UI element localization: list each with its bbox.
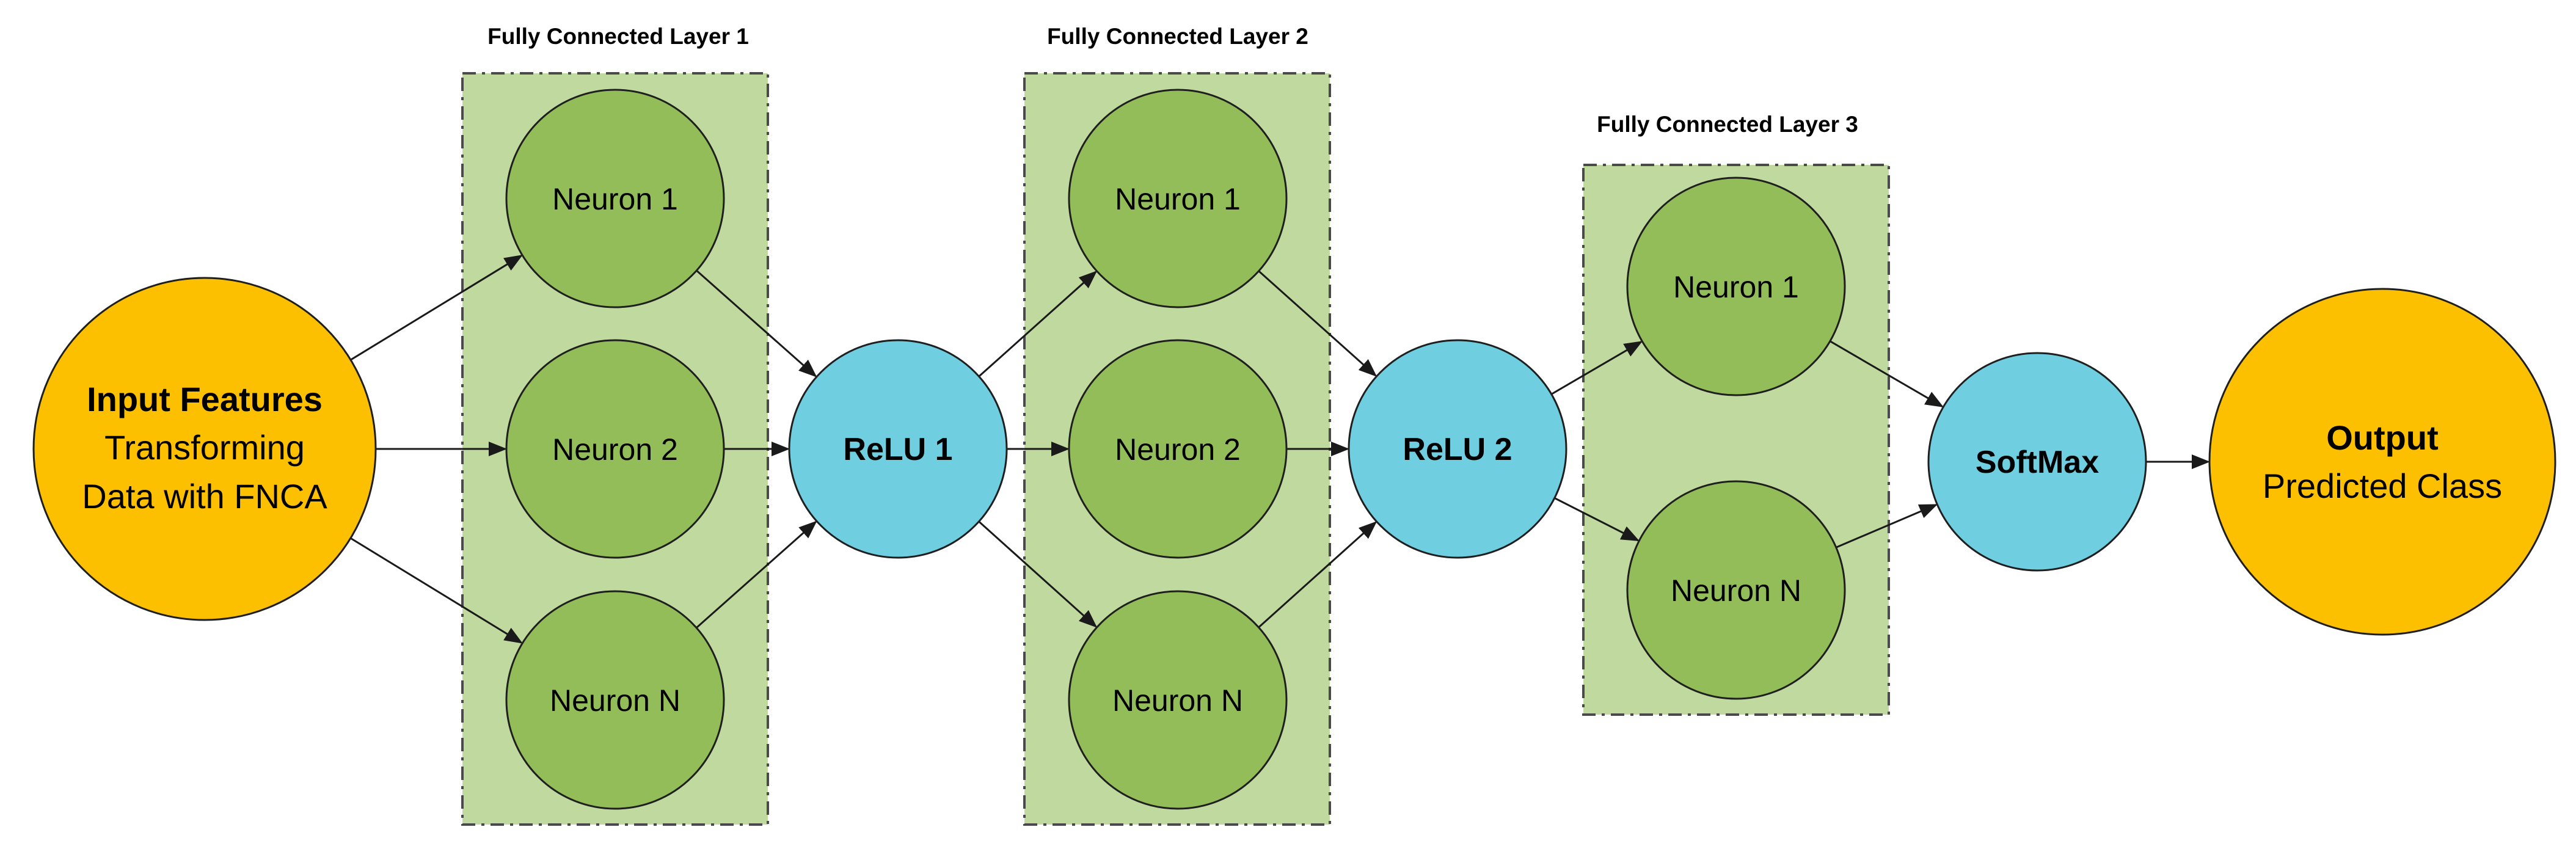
fc1-neuron-n: Neuron N [505,590,725,810]
output-subtitle: Predicted Class [2263,467,2502,505]
fc3-neuron-n-circle [1626,480,1846,700]
relu-2-circle [1348,339,1567,559]
fc2-neuron-1-label: Neuron 1 [1115,182,1241,216]
edge-fc1_nN-to-relu1 [696,520,817,629]
edge-fc1_n1-to-relu1 [696,269,817,377]
input-features-line2: Data with FNCA [82,477,327,516]
edge-fc2_n1-to-relu2 [1258,270,1377,377]
fc2-neuron-n: Neuron N [1068,590,1288,810]
output-node: Output Predicted Class [2208,288,2556,636]
fc2-neuron-n-label: Neuron N [1112,683,1243,718]
input-features-node: Input Features Transforming Data with FN… [32,277,377,621]
softmax-node: SoftMax [1927,352,2147,572]
layer-title-fc3: Fully Connected Layer 3 [1597,112,1858,137]
fc3-neuron-1-circle [1626,177,1846,396]
relu-1-circle [788,339,1008,559]
softmax-circle [1927,352,2147,572]
input-features-title: Input Features [87,380,323,418]
edge-input-to-fc1_nN [350,537,523,644]
fc3-neuron-n-label: Neuron N [1671,574,1801,608]
fc1-neuron-2: Neuron 2 [505,339,725,559]
layer-title-fc2: Fully Connected Layer 2 [1047,24,1308,49]
output-circle [2208,288,2556,636]
relu-2-node: ReLU 2 [1348,339,1567,559]
fc3-neuron-1-label: Neuron 1 [1673,270,1799,304]
edge-relu2-to-fc3_nN [1554,497,1640,542]
input-features-circle [32,277,377,621]
softmax-label: SoftMax [1976,445,2099,480]
fc1-neuron-2-label: Neuron 2 [552,432,678,467]
edge-input-to-fc1_n1 [350,255,523,361]
fc1-neuron-n-circle [505,590,725,810]
relu-1-label: ReLU 1 [843,432,952,467]
fc3-neuron-1: Neuron 1 [1626,177,1846,396]
fc3-neuron-n: Neuron N [1626,480,1846,700]
edge-relu1-to-fc2_nN [978,520,1098,628]
fc1-neuron-1: Neuron 1 [505,89,725,308]
fc1-neuron-2-circle [505,339,725,559]
layer-title-fc1: Fully Connected Layer 1 [487,24,749,49]
edge-group [350,255,2210,644]
edge-fc3_nN-to-softmax [1836,504,1938,548]
relu-1-node: ReLU 1 [788,339,1008,559]
fc1-neuron-n-label: Neuron N [550,683,680,718]
fc2-neuron-2-circle [1068,339,1288,559]
relu-2-label: ReLU 2 [1403,432,1512,467]
output-title: Output [2326,418,2438,457]
input-features-line1: Transforming [104,428,305,467]
fc2-neuron-2: Neuron 2 [1068,339,1288,559]
fc2-neuron-n-circle [1068,590,1288,810]
fc1-neuron-1-circle [505,89,725,308]
fc1-neuron-1-label: Neuron 1 [552,182,678,216]
fc2-neuron-1: Neuron 1 [1068,89,1288,308]
fc2-neuron-1-circle [1068,89,1288,308]
edge-fc3_n1-to-softmax [1830,340,1944,407]
edge-relu1-to-fc2_n1 [978,271,1098,377]
edge-fc2_nN-to-relu2 [1258,521,1377,629]
edge-relu2-to-fc3_n1 [1551,341,1643,395]
fc2-neuron-2-label: Neuron 2 [1115,432,1241,467]
